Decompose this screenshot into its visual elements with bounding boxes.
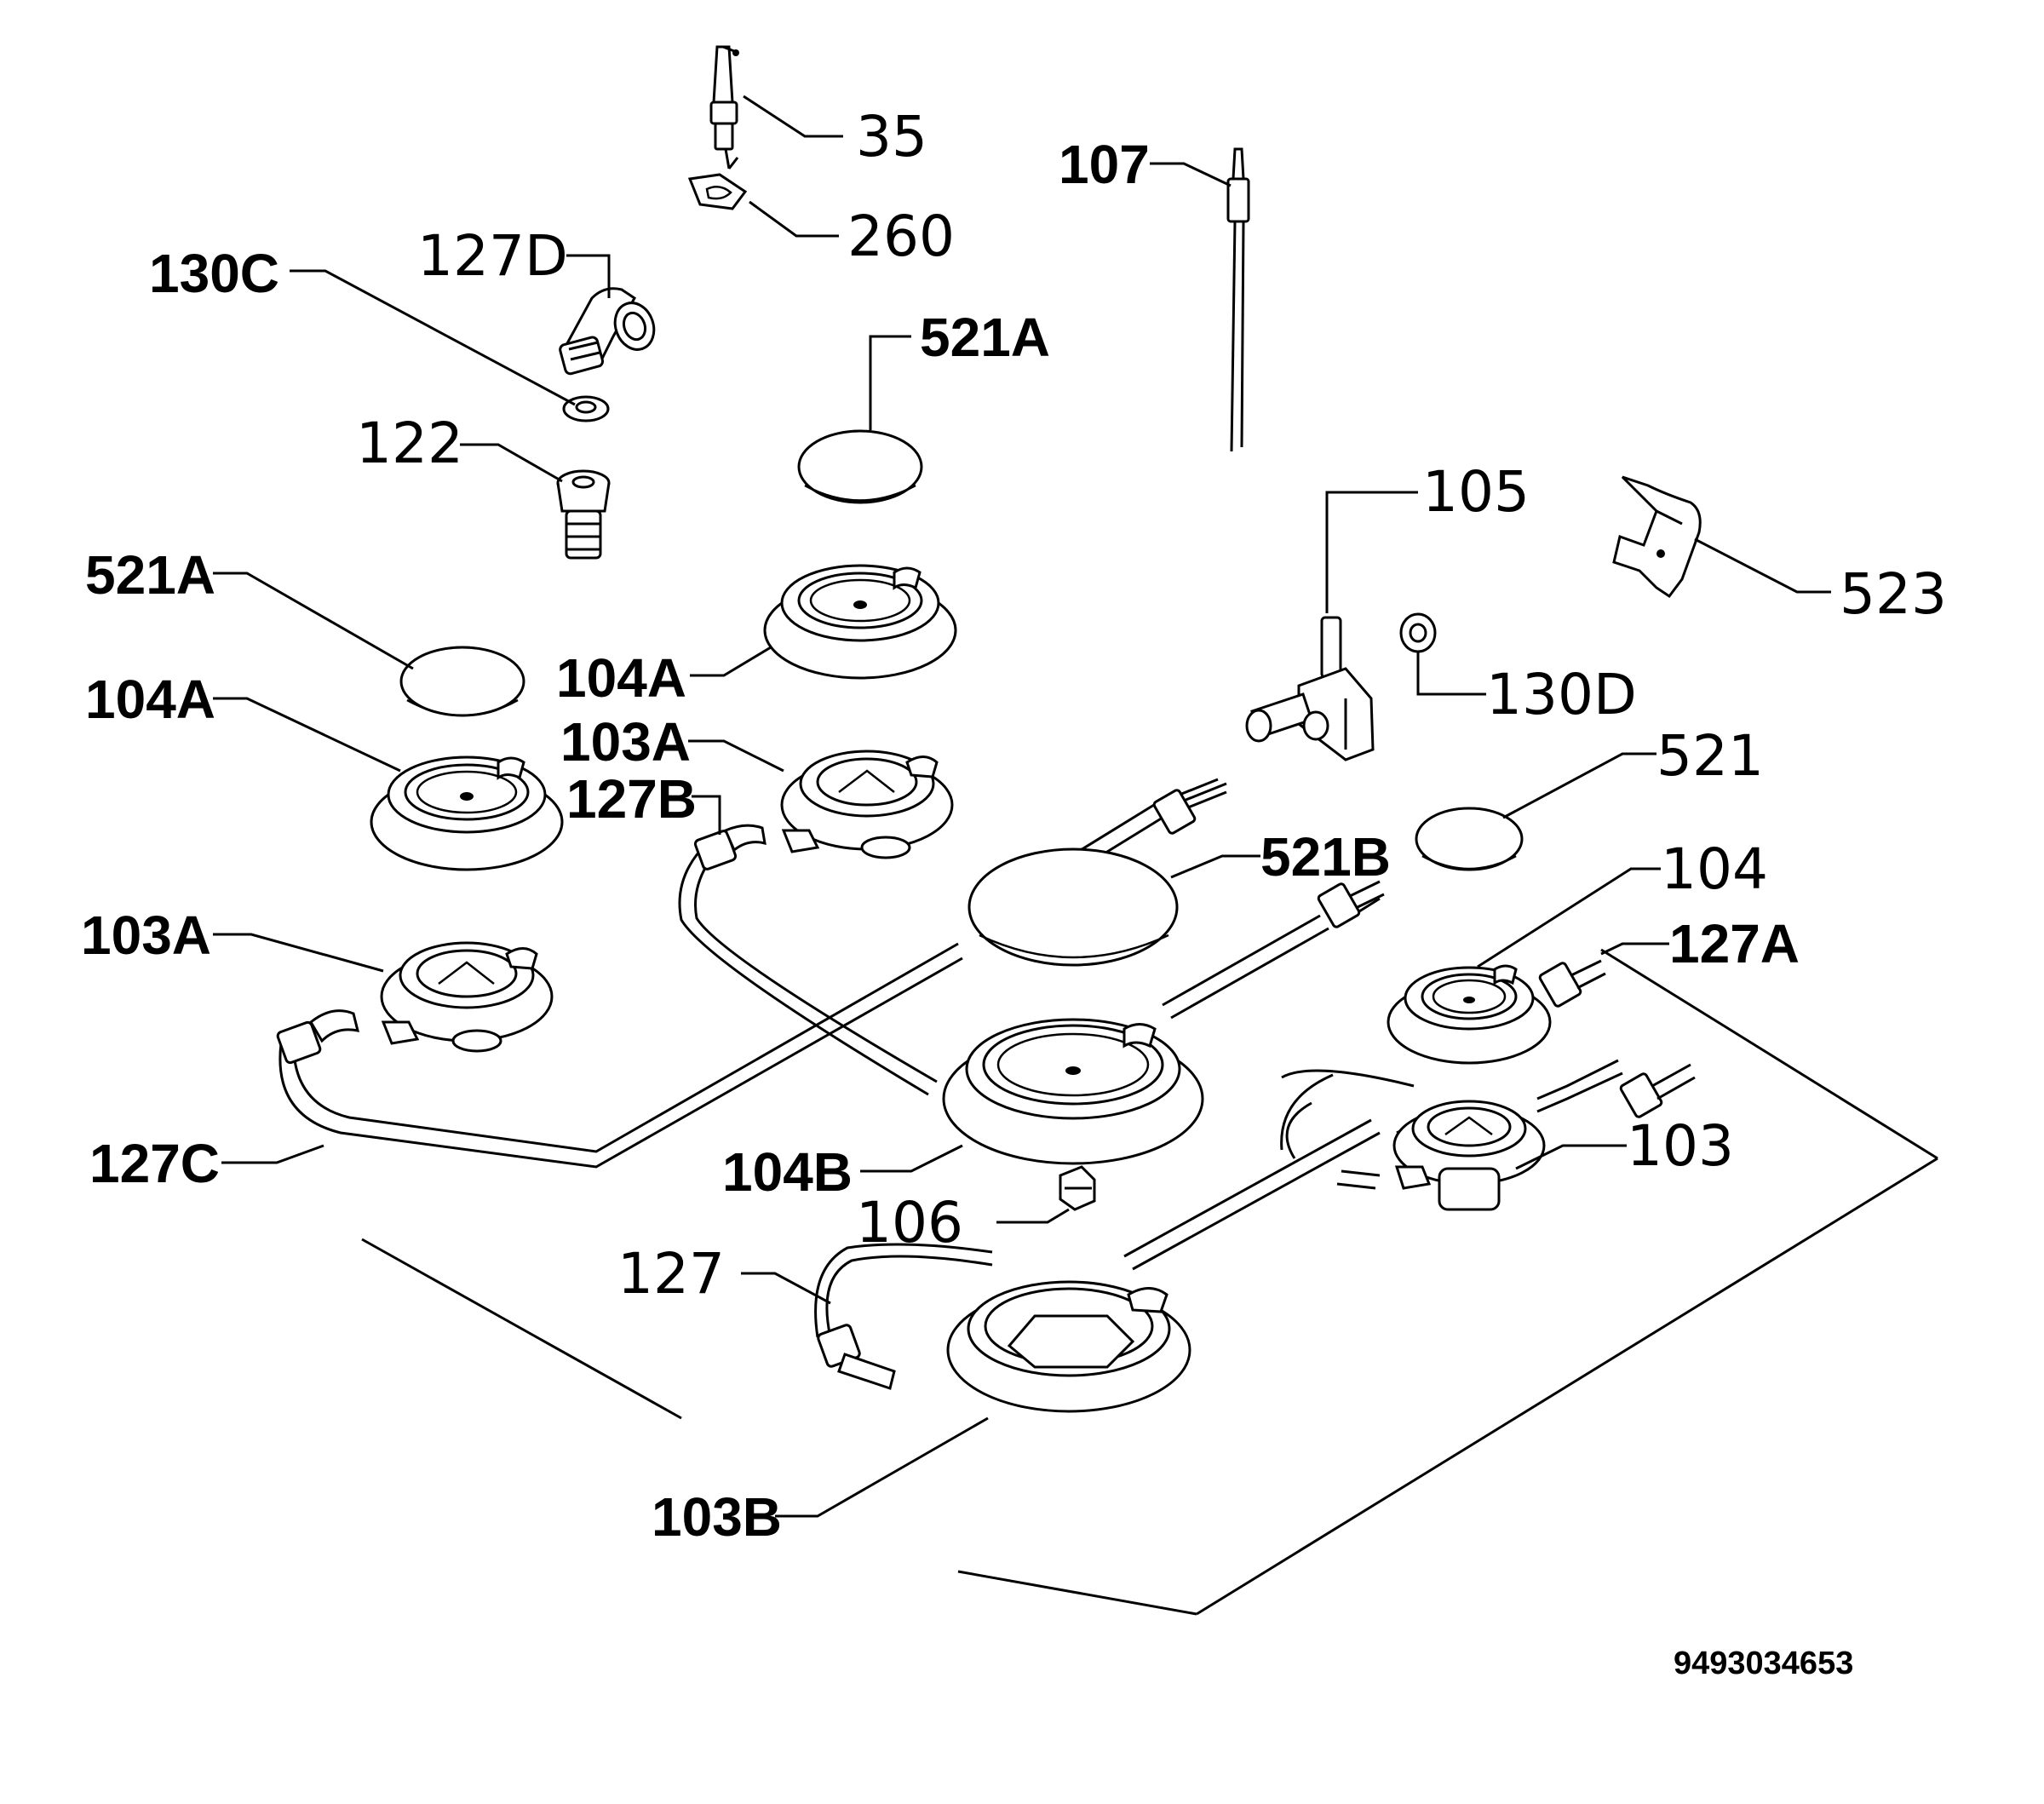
callout-labels: 35 260 107 130C 127D 521A 122 105 523 52… (81, 104, 1947, 1548)
part-260-clip (687, 173, 748, 210)
nut-mid-right (1317, 880, 1385, 928)
document-number: 9493034653 (1674, 1646, 1853, 1681)
label-104B: 104B (722, 1141, 853, 1203)
part-127D-elbow (559, 287, 656, 376)
elbow-127 (817, 1324, 896, 1390)
part-521-cap-right (1415, 807, 1524, 871)
part-103A-base-center (780, 750, 954, 859)
nut-upper-center (1152, 782, 1227, 835)
label-127A: 127A (1669, 913, 1800, 974)
label-105: 105 (1422, 459, 1530, 525)
label-127: 127 (617, 1241, 725, 1307)
part-107-probe (1226, 147, 1250, 452)
injector-106 (1059, 1165, 1096, 1211)
label-103A-center: 103A (560, 711, 691, 773)
label-122: 122 (356, 411, 463, 476)
label-260: 260 (847, 204, 955, 269)
label-523: 523 (1840, 561, 1947, 627)
part-103A-base-left (380, 941, 554, 1053)
label-104A-center: 104A (556, 647, 686, 709)
part-104A-burner-center (763, 564, 957, 680)
part-105-valve (1245, 616, 1375, 761)
label-103B: 103B (652, 1486, 782, 1548)
label-130D: 130D (1486, 662, 1637, 727)
label-107: 107 (1059, 134, 1150, 195)
part-103-base-right (1392, 1100, 1546, 1211)
label-104A-left: 104A (85, 669, 215, 730)
part-104B-burner-large (942, 1018, 1204, 1165)
label-104: 104 (1661, 836, 1768, 902)
label-521B: 521B (1260, 826, 1391, 888)
part-521A-cap-left (399, 646, 525, 717)
part-130C-washer (562, 395, 610, 422)
label-106: 106 (856, 1190, 963, 1255)
hob-outline (361, 948, 1938, 1616)
nut-127A (1538, 959, 1606, 1008)
pipe-connectors (276, 782, 1696, 1390)
label-127B: 127B (566, 768, 697, 830)
part-35-igniter (709, 45, 739, 169)
part-521B-cap-large (967, 847, 1179, 967)
label-103A-left: 103A (81, 905, 211, 966)
leader-lines (213, 95, 1831, 1518)
part-523-bracket (1612, 475, 1702, 599)
elbow-127B (693, 824, 766, 870)
label-35: 35 (856, 104, 927, 169)
part-130D-washer (1399, 612, 1437, 653)
part-104-burner-right (1387, 964, 1552, 1065)
label-521A-top: 521A (920, 307, 1050, 368)
part-521A-cap-top (797, 429, 923, 504)
label-127D: 127D (417, 223, 568, 289)
part-104A-burner-left (370, 755, 564, 871)
elbow-127C (276, 1009, 360, 1065)
nut-103-right (1619, 1063, 1696, 1118)
label-103: 103 (1627, 1113, 1734, 1179)
part-103B-base-large (946, 1280, 1191, 1413)
label-521A-left: 521A (85, 544, 215, 606)
part-122-nozzle (556, 469, 611, 560)
label-127C: 127C (89, 1133, 220, 1194)
label-130C: 130C (149, 243, 279, 304)
label-521: 521 (1656, 723, 1764, 789)
